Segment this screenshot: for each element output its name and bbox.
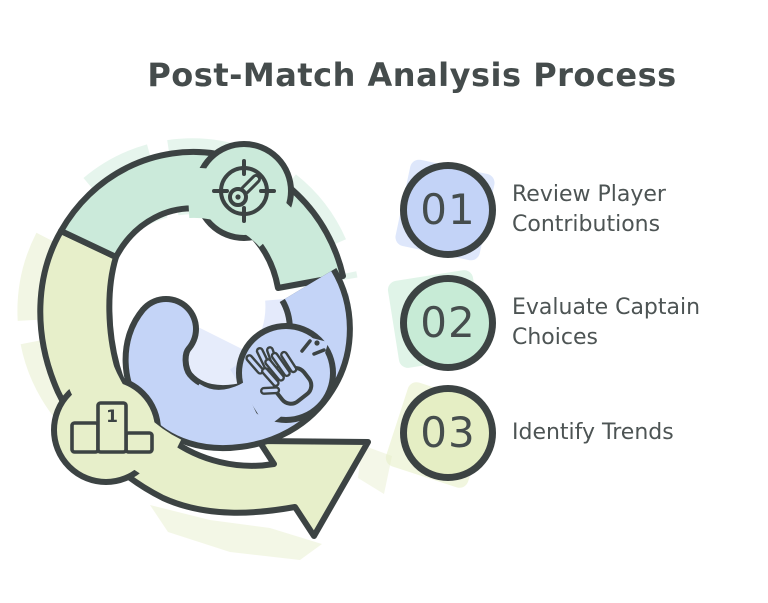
step-1-circle: 01 xyxy=(400,162,496,258)
target-icon xyxy=(212,159,276,223)
page-title: Post-Match Analysis Process xyxy=(147,56,677,94)
step-1-badge: 01 xyxy=(393,158,497,262)
step-1-number: 01 xyxy=(420,185,476,234)
yellow-head-wash xyxy=(358,445,392,494)
step-row-1: 01 Review Player Contributions xyxy=(393,158,744,262)
podium-icon: 1 xyxy=(70,401,154,454)
yellow-arrow-wash xyxy=(150,505,322,560)
podium-rank-label: 1 xyxy=(106,407,118,427)
step-2-number: 02 xyxy=(420,298,476,347)
step-row-3: 03 Identify Trends xyxy=(383,379,744,491)
step-3-circle: 03 xyxy=(400,385,496,481)
step-3-label: Identify Trends xyxy=(512,420,674,445)
front-hand xyxy=(259,350,314,406)
clap-sparks xyxy=(300,339,326,356)
step-3-number: 03 xyxy=(420,408,476,457)
step-2-label: Evaluate Captain Choices xyxy=(512,295,701,350)
step-3-badge: 03 xyxy=(383,379,496,491)
hook-endcap-fill xyxy=(139,302,193,356)
step-1-label: Review Player Contributions xyxy=(512,182,666,237)
back-hand xyxy=(245,346,280,375)
step-2-circle: 02 xyxy=(400,275,496,371)
step-2-badge: 02 xyxy=(386,268,496,371)
step-row-2: 02 Evaluate Captain Choices xyxy=(386,268,744,371)
clapping-hands-icon xyxy=(245,339,326,406)
